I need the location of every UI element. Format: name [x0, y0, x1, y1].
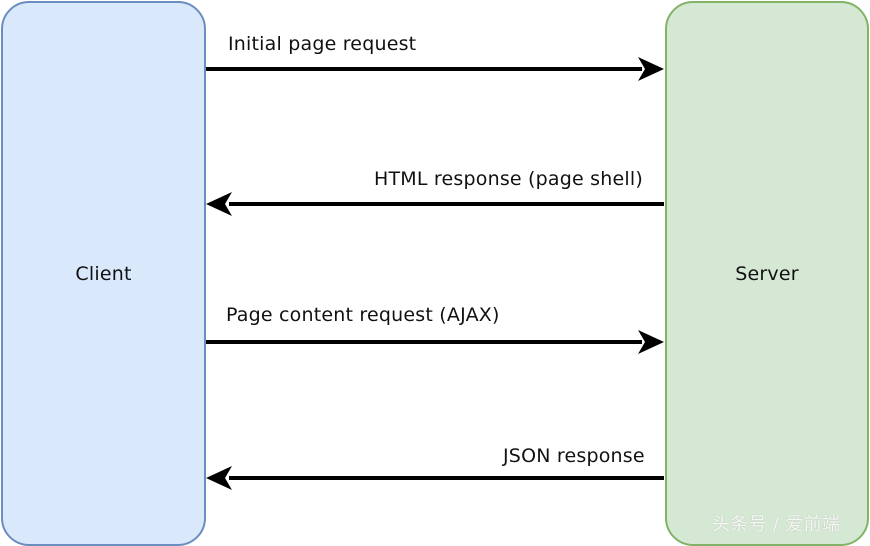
- html-response-arrowhead: [206, 192, 232, 216]
- server-label: Server: [735, 262, 799, 285]
- json-response-label: JSON response: [503, 445, 645, 467]
- page-content-request-arrowhead: [638, 330, 664, 354]
- client-lane: Client: [1, 1, 206, 546]
- initial-page-request-label: Initial page request: [228, 33, 417, 55]
- initial-page-request-arrowhead: [638, 57, 664, 81]
- server-lane: Server: [665, 1, 869, 546]
- json-response-arrowhead: [206, 466, 232, 490]
- page-content-request-label: Page content request (AJAX): [226, 304, 500, 326]
- html-response-label: HTML response (page shell): [374, 168, 643, 190]
- watermark-text: 头条号 / 爱前端: [712, 514, 841, 535]
- client-label: Client: [75, 262, 132, 285]
